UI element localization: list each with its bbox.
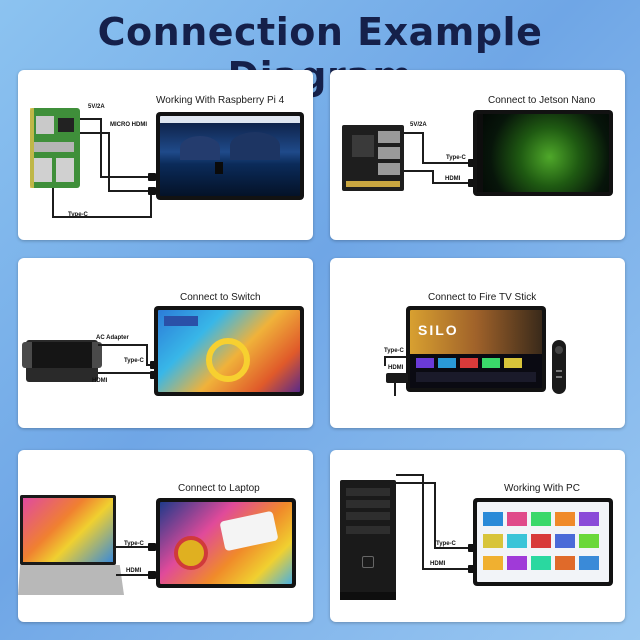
label-micro-hdmi: MICRO HDMI: [110, 122, 147, 128]
panel-title: Connect to Laptop: [178, 483, 260, 494]
panel-title: Connect to Jetson Nano: [488, 95, 596, 106]
panel-title: Connect to Fire TV Stick: [428, 292, 537, 303]
panel-switch: Connect to Switch AC Adapter Type-C HDMI: [18, 258, 313, 428]
label-ac-adapter: AC Adapter: [96, 335, 129, 341]
raspberry-pi-board: [30, 108, 80, 188]
label-hdmi: HDMI: [445, 176, 461, 182]
label-type-c: Type-C: [124, 541, 144, 547]
label-type-c: Type-C: [68, 212, 88, 218]
portable-monitor: SILO: [406, 306, 546, 392]
panel-jetson-nano: Connect to Jetson Nano 5V/2A Type-C HDMI: [330, 70, 625, 240]
switch-dock: [22, 340, 102, 382]
panel-laptop: Connect to Laptop Type-C HDMI: [18, 450, 313, 622]
monitor-screen: [477, 502, 609, 582]
panel-raspberry-pi: Working With Raspberry Pi 4 5V/2A MICRO …: [18, 70, 313, 240]
label-power: 5V/2A: [88, 104, 105, 110]
label-type-c: Type-C: [446, 155, 466, 161]
monitor-screen: [160, 502, 292, 584]
monitor-screen: [160, 116, 300, 196]
label-power: 5V/2A: [410, 122, 427, 128]
panel-title: Working With Raspberry Pi 4: [156, 95, 285, 106]
pc-tower: [340, 480, 396, 600]
portable-monitor: [154, 306, 304, 396]
fire-tv-stick: [386, 373, 408, 383]
panel-pc: Working With PC Type-C HDMI: [330, 450, 625, 622]
label-type-c: Type-C: [436, 541, 456, 547]
label-hdmi: HDMI: [388, 365, 404, 371]
label-hdmi: HDMI: [92, 378, 108, 384]
portable-monitor: [156, 498, 296, 588]
portable-monitor: [473, 498, 613, 586]
portable-monitor: [473, 110, 613, 196]
monitor-screen: [158, 310, 300, 392]
label-type-c: Type-C: [384, 348, 404, 354]
label-type-c: Type-C: [124, 358, 144, 364]
laptop: [18, 495, 124, 595]
portable-monitor: [156, 112, 304, 200]
label-hdmi: HDMI: [126, 568, 142, 574]
screen-show-title: SILO: [418, 322, 459, 338]
label-hdmi: HDMI: [430, 561, 446, 567]
panel-title: Working With PC: [504, 483, 580, 494]
monitor-screen: [477, 114, 609, 192]
monitor-screen: SILO: [410, 310, 542, 388]
panel-fire-tv: Connect to Fire TV Stick SILO Type-C HDM…: [330, 258, 625, 428]
fire-tv-remote: [552, 340, 566, 394]
jetson-nano-board: [342, 125, 404, 191]
panel-title: Connect to Switch: [180, 292, 261, 303]
